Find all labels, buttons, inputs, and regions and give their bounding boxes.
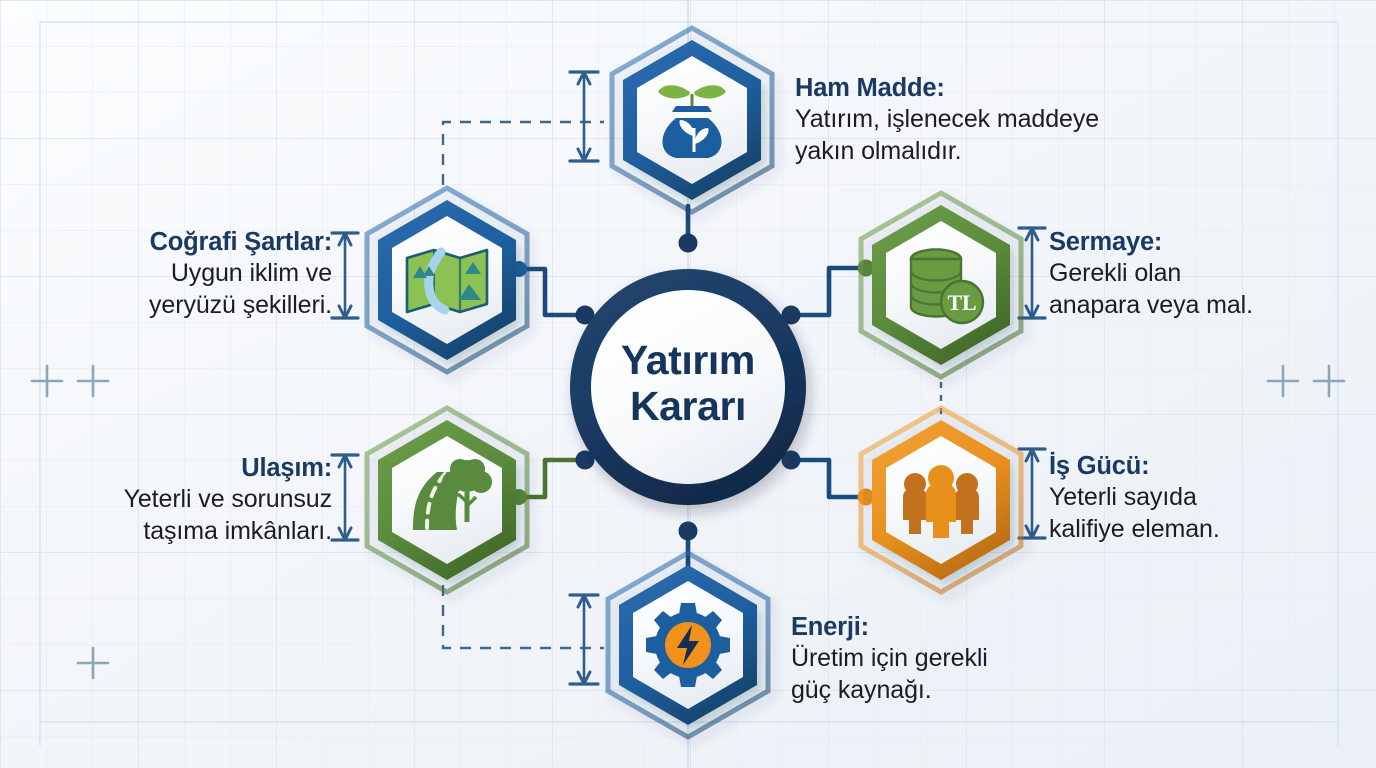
label-sermaye-title: Sermaye: <box>1049 228 1163 256</box>
label-ulasim-desc: Yeterli ve sorunsuz taşıma imkânları. <box>123 485 333 545</box>
hub-title: Yatırım Kararı <box>538 337 838 430</box>
label-enerji: Enerji: Üretim için gerekli güç kaynağı. <box>791 611 988 706</box>
label-ham-madde-title: Ham Madde: <box>795 74 945 102</box>
label-sermaye: Sermaye: Gerekli olan anapara veya mal. <box>1049 226 1253 321</box>
label-cografi-sartlar-title: Coğrafi Şartlar: <box>149 228 333 256</box>
label-is-gucu-desc: Yeterli sayıda kalifiye eleman. <box>1049 483 1220 543</box>
label-cografi-sartlar: Coğrafi Şartlar: Uygun iklim ve yeryüzü … <box>12 226 332 321</box>
label-enerji-desc: Üretim için gerekli güç kaynağı. <box>791 644 988 704</box>
label-sermaye-desc: Gerekli olan anapara veya mal. <box>1049 259 1253 319</box>
label-is-gucu: İş Gücü: Yeterli sayıda kalifiye eleman. <box>1049 450 1220 545</box>
label-enerji-title: Enerji: <box>791 613 869 641</box>
label-cografi-sartlar-desc: Uygun iklim ve yeryüzü şekilleri. <box>149 259 332 319</box>
label-ulasim-title: Ulaşım: <box>241 454 332 482</box>
label-ham-madde-desc: Yatırım, işlenecek maddeye yakın olmalıd… <box>795 105 1100 165</box>
hub-title-line2: Kararı <box>629 382 747 429</box>
label-ham-madde: Ham Madde: Yatırım, işlenecek maddeye ya… <box>795 72 1099 167</box>
label-ulasim: Ulaşım: Yeterli ve sorunsuz taşıma imkân… <box>12 452 333 547</box>
hub-title-line1: Yatırım <box>621 337 755 383</box>
label-is-gucu-title: İş Gücü: <box>1049 452 1150 480</box>
